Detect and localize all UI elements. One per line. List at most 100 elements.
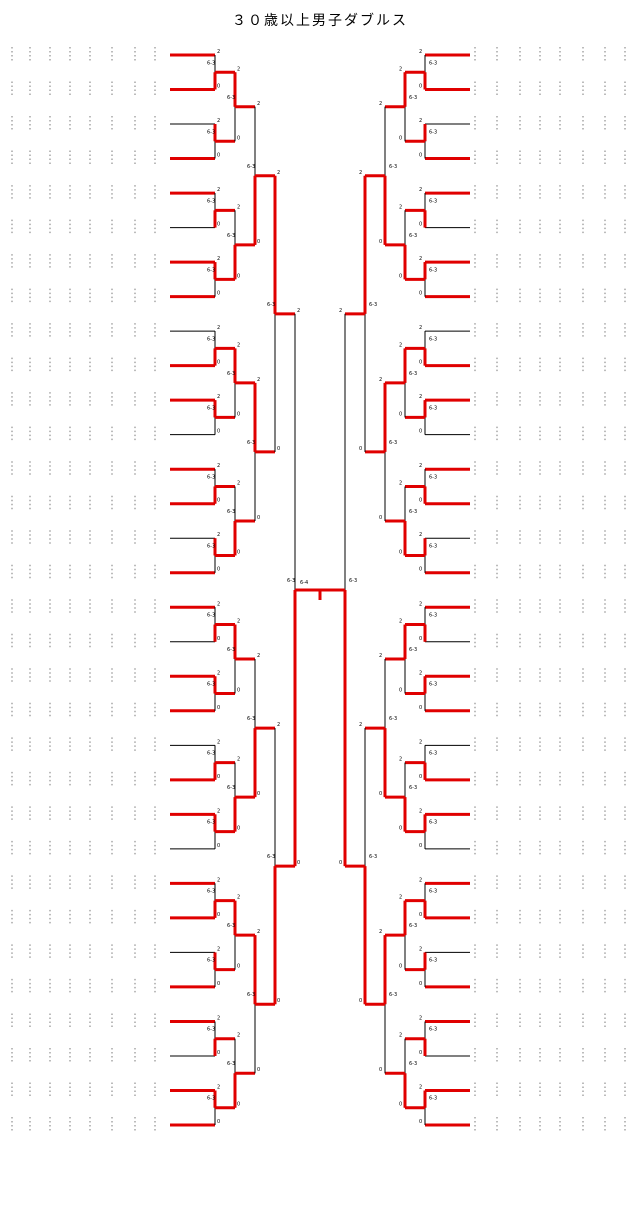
score-label: 0	[217, 774, 220, 780]
score-label: 0	[217, 498, 220, 504]
score-label: 2	[339, 308, 342, 314]
score-label: 2	[217, 394, 220, 400]
score-label: 6-3	[227, 1061, 235, 1067]
score-label: 6-3	[429, 1027, 437, 1033]
score-label: 2	[237, 342, 240, 348]
score-label: 2	[257, 929, 260, 935]
score-label: 2	[257, 653, 260, 659]
score-label: 2	[419, 601, 422, 607]
score-label: 2	[217, 808, 220, 814]
score-label: 0	[277, 998, 280, 1004]
score-label: 6-3	[409, 233, 417, 239]
score-label: 0	[399, 688, 402, 694]
score-label: 0	[257, 791, 260, 797]
score-label: 2	[237, 757, 240, 763]
score-label: 0	[237, 1102, 240, 1108]
score-label: 2	[419, 118, 422, 124]
score-label: 2	[399, 204, 402, 210]
score-label: 2	[257, 101, 260, 107]
score-label: 2	[237, 1033, 240, 1039]
score-label: 2	[217, 187, 220, 193]
score-label: 0	[217, 153, 220, 159]
score-label: 6-3	[207, 129, 215, 135]
score-label: 6-3	[207, 405, 215, 411]
score-label: 0	[217, 1119, 220, 1125]
score-label: 2	[277, 170, 280, 176]
score-label: 0	[237, 826, 240, 832]
score-label: 0	[217, 567, 220, 573]
score-label: 6-3	[207, 198, 215, 204]
score-label: 6-3	[429, 751, 437, 757]
score-label: 6-3	[429, 129, 437, 135]
score-label: 6-3	[247, 164, 255, 170]
score-label: 2	[399, 895, 402, 901]
score-label: 0	[419, 774, 422, 780]
score-label: 6-3	[227, 371, 235, 377]
score-label: 6-3	[389, 440, 397, 446]
score-label: 6-3	[349, 578, 357, 584]
score-label: 6-3	[429, 613, 437, 619]
score-label: 0	[419, 1050, 422, 1056]
score-label: 6-3	[429, 958, 437, 964]
score-label: 2	[297, 308, 300, 314]
score-label: 0	[217, 84, 220, 90]
score-label: 2	[419, 670, 422, 676]
score-label: 2	[419, 463, 422, 469]
score-label: 2	[237, 480, 240, 486]
score-label: 6-3	[207, 751, 215, 757]
score-label: 0	[419, 912, 422, 918]
score-label: 0	[217, 981, 220, 987]
score-label: 6-3	[429, 474, 437, 480]
score-label: 2	[419, 1015, 422, 1021]
score-label: 6-3	[207, 820, 215, 826]
score-label: 2	[217, 325, 220, 331]
score-label: 0	[419, 498, 422, 504]
final-score: 6-4	[300, 580, 308, 586]
score-label: 6-3	[429, 405, 437, 411]
score-label: 6-3	[207, 267, 215, 273]
score-label: 0	[419, 981, 422, 987]
score-label: 0	[237, 135, 240, 141]
score-label: 2	[217, 877, 220, 883]
score-label: 0	[399, 273, 402, 279]
score-label: 0	[379, 791, 382, 797]
score-label: 2	[237, 619, 240, 625]
score-label: 2	[277, 722, 280, 728]
score-label: 0	[399, 411, 402, 417]
score-label: 0	[237, 688, 240, 694]
score-label: 2	[419, 808, 422, 814]
score-label: 0	[257, 515, 260, 521]
score-label: 0	[419, 153, 422, 159]
score-label: 0	[379, 515, 382, 521]
score-label: 6-3	[227, 95, 235, 101]
score-label: 6-3	[227, 647, 235, 653]
score-label: 0	[237, 411, 240, 417]
page-title: ３０歳以上男子ダブルス	[232, 13, 408, 29]
score-label: 2	[399, 480, 402, 486]
score-label: 2	[379, 101, 382, 107]
score-label: 2	[419, 325, 422, 331]
score-label: 6-3	[207, 1027, 215, 1033]
score-label: 0	[379, 239, 382, 245]
score-label: 0	[359, 998, 362, 1004]
score-label: 0	[419, 705, 422, 711]
score-label: 6-3	[389, 992, 397, 998]
score-label: 6-3	[409, 785, 417, 791]
score-label: 6-3	[207, 613, 215, 619]
score-label: 6-3	[409, 923, 417, 929]
score-label: 6-3	[409, 371, 417, 377]
score-label: 2	[257, 377, 260, 383]
score-label: 2	[217, 463, 220, 469]
score-label: 6-3	[207, 543, 215, 549]
score-label: 6-3	[247, 440, 255, 446]
score-label: 2	[237, 204, 240, 210]
score-label: 0	[399, 1102, 402, 1108]
score-label: 2	[217, 946, 220, 952]
score-label: 0	[359, 446, 362, 452]
score-label: 2	[399, 757, 402, 763]
score-label: 0	[237, 964, 240, 970]
score-label: 6-3	[429, 889, 437, 895]
score-label: 6-3	[369, 854, 377, 860]
score-label: 2	[419, 946, 422, 952]
